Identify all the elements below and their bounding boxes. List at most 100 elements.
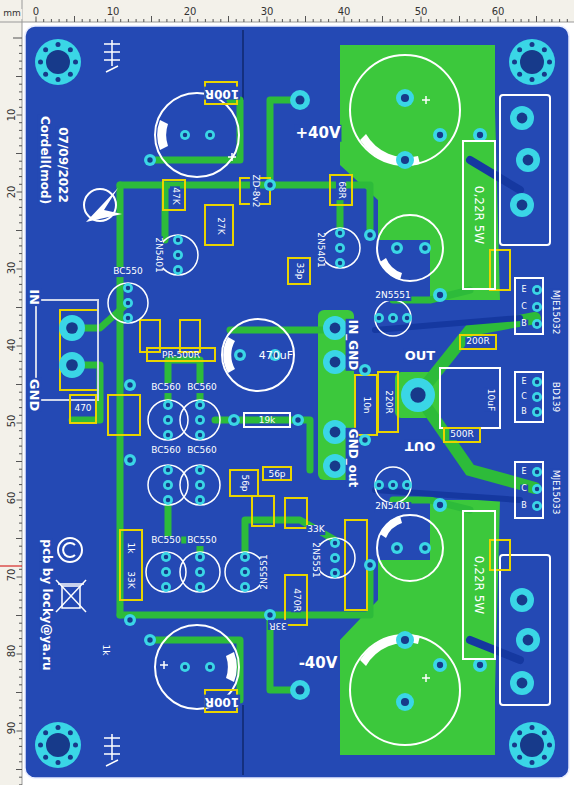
ruler-tick — [19, 476, 22, 477]
pad — [161, 552, 171, 562]
pad — [419, 242, 431, 254]
ruler-tick — [19, 315, 22, 316]
pad — [391, 242, 403, 254]
ruler-tick — [19, 68, 22, 69]
eagle-logo — [84, 188, 122, 222]
silkscreen-text: E — [520, 286, 527, 295]
pad — [144, 634, 156, 646]
ruler-tick — [274, 19, 275, 22]
ruler-tick — [19, 376, 22, 377]
ruler-tick — [19, 446, 22, 447]
silkscreen-text: 200R — [465, 337, 490, 347]
ruler-tick — [19, 584, 22, 585]
pad — [419, 542, 431, 554]
ruler-tick — [19, 484, 22, 485]
ruler-tick — [19, 553, 22, 554]
ruler-tick — [313, 19, 314, 22]
pad — [195, 480, 205, 490]
silkscreen-text: 07/09/2022 — [55, 126, 68, 204]
silkscreen-text: 2N5401 — [374, 502, 411, 512]
copyright-icon — [58, 538, 82, 562]
pad — [510, 671, 534, 695]
silkscreen-text: IN_GND — [345, 319, 358, 371]
ruler-tick — [19, 507, 22, 508]
transistor-outline — [315, 538, 355, 578]
pads — [59, 89, 542, 711]
ruler-tick — [482, 19, 483, 22]
power-transistor-outline — [36, 95, 550, 705]
silkscreen-text: E — [520, 468, 527, 477]
footprint-outline — [345, 520, 367, 610]
pad — [290, 90, 310, 110]
resistor-body: 19k — [243, 412, 291, 428]
ruler-tick — [559, 19, 560, 22]
ruler-number: 60 — [491, 6, 506, 17]
transistor-outline — [180, 552, 220, 592]
footprint-outline — [285, 575, 307, 625]
resistor-body: PR-500R — [146, 347, 216, 362]
transistor-outline — [180, 400, 220, 440]
ruler-tick — [19, 284, 22, 285]
pad — [335, 243, 345, 253]
pad — [330, 568, 340, 578]
transistor-outline — [375, 467, 411, 503]
ruler-tick — [16, 307, 22, 308]
pad — [195, 400, 205, 410]
pad — [234, 349, 246, 361]
silkscreen-text: 33K — [306, 525, 325, 535]
ruler-tick — [251, 19, 252, 22]
ruler-tick — [19, 669, 22, 670]
ruler-tick — [16, 615, 22, 616]
ruler-tick — [19, 299, 22, 300]
ruler-tick — [19, 392, 22, 393]
ruler-tick — [413, 19, 414, 22]
ruler-tick — [43, 19, 44, 22]
pad — [59, 315, 85, 341]
silkscreen-text: E — [520, 378, 527, 387]
ruler-number: 20 — [183, 6, 198, 17]
footprint-outline — [490, 250, 510, 290]
silkscreen-text: C — [520, 303, 528, 312]
ruler-tick — [19, 723, 22, 724]
silkscreen-text: GND_out — [345, 428, 358, 488]
ruler-tick — [19, 168, 22, 169]
ruler-tick — [19, 91, 22, 92]
silkscreen-text: BC560 — [150, 383, 181, 393]
pad — [532, 319, 542, 329]
footprint-outline — [108, 395, 140, 435]
pad — [364, 229, 376, 241]
part-value: 56p — [268, 469, 285, 479]
silkscreen-text: BC550 — [186, 536, 217, 546]
silkscreen-text: B — [520, 502, 528, 511]
footprint-outline — [444, 428, 480, 442]
footprint-outline — [378, 372, 398, 432]
ruler-tick — [505, 19, 506, 22]
ruler-tick — [151, 16, 152, 22]
silkscreen-text: 500R — [449, 430, 474, 440]
ruler-tick — [19, 184, 22, 185]
pad — [195, 567, 205, 577]
ruler-tick — [19, 207, 22, 208]
ruler-tick — [19, 761, 22, 762]
silkscreen-text: 1k — [125, 542, 135, 555]
pad — [292, 414, 304, 426]
pad — [323, 420, 347, 444]
board-gap — [242, 30, 244, 100]
ruler-tick — [19, 261, 22, 262]
ruler-tick — [19, 176, 22, 177]
ruler-tick — [105, 19, 106, 22]
silkscreen-text: IN — [27, 288, 41, 306]
ruler-tick — [136, 19, 137, 22]
ruler-tick — [474, 19, 475, 22]
silkscreen-text: 56p — [239, 473, 249, 492]
pad — [510, 193, 534, 217]
transistor-outline — [148, 400, 188, 440]
ruler-number: 10 — [106, 6, 121, 17]
capacitor-polarity-band — [157, 120, 420, 682]
pad — [144, 154, 156, 166]
pad — [240, 567, 250, 577]
ruler-tick — [182, 19, 183, 22]
ruler-tick — [351, 19, 352, 22]
ruler-tick — [19, 453, 22, 454]
